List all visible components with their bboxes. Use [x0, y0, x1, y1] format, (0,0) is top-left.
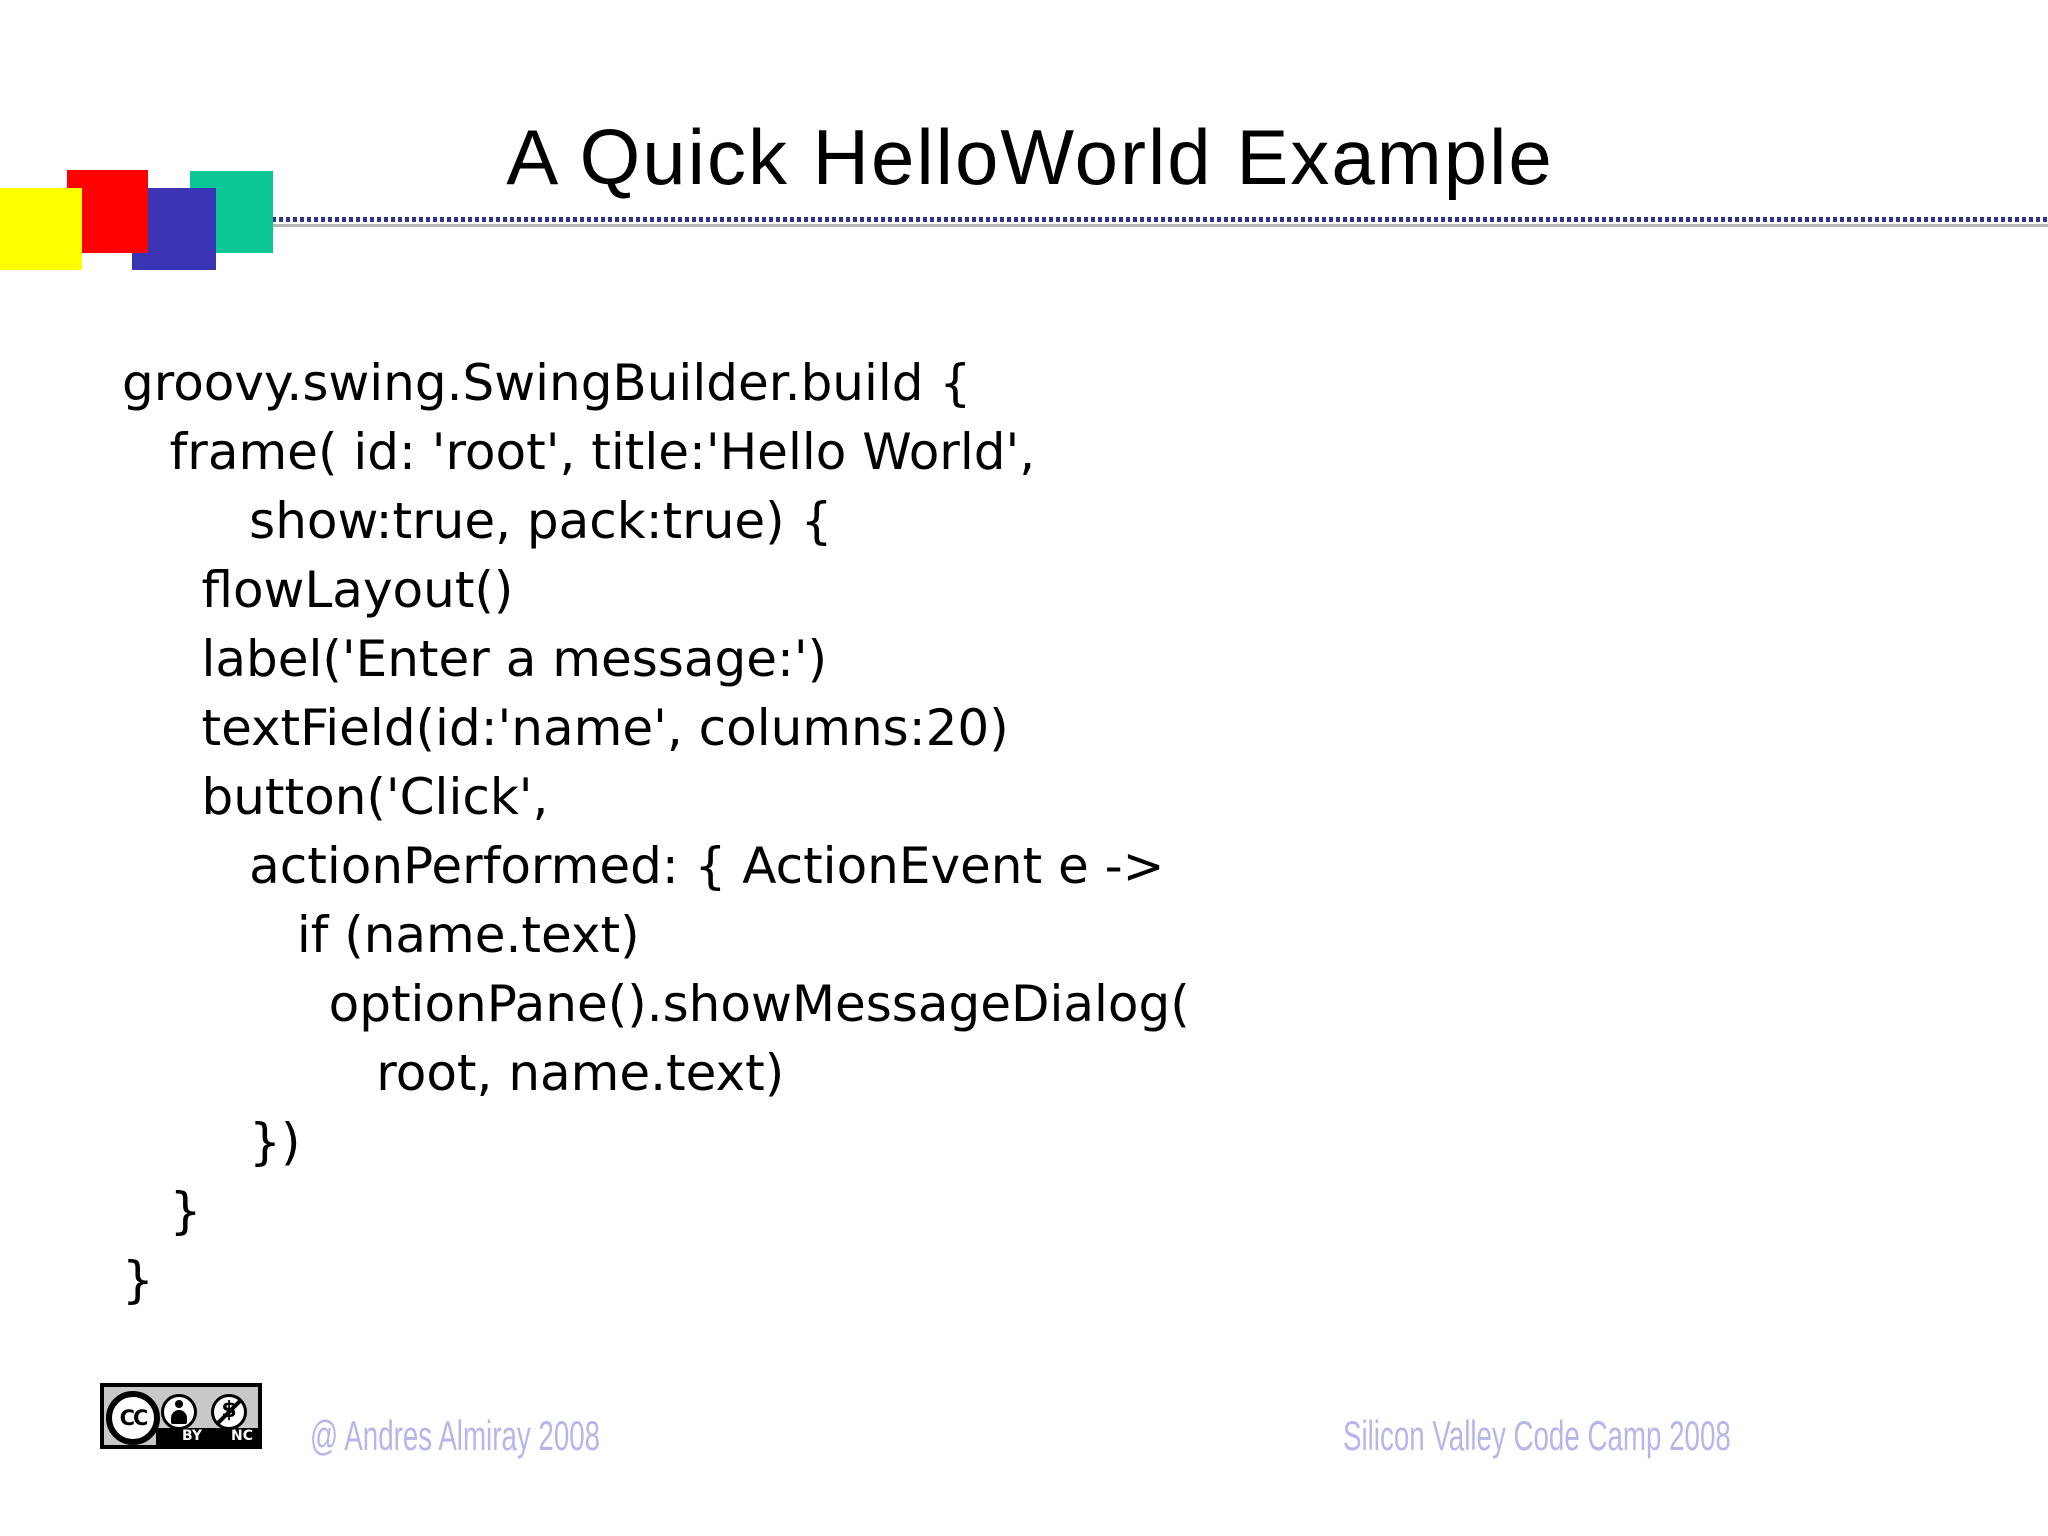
footer-event-credit: Silicon Valley Code Camp 2008 — [1343, 1412, 1731, 1459]
code-line: }) — [122, 1113, 301, 1171]
code-line: button('Click', — [122, 768, 549, 826]
code-line: show:true, pack:true) { — [122, 492, 833, 550]
footer-author-credit: @ Andres Almiray 2008 — [310, 1412, 601, 1459]
code-block: groovy.swing.SwingBuilder.build { frame(… — [122, 349, 1190, 1315]
cc-nc-dollar-icon: $ — [211, 1394, 247, 1430]
code-line: } — [122, 1251, 154, 1309]
code-line: if (name.text) — [122, 906, 640, 964]
divider-dotted-line — [272, 217, 2048, 222]
code-line: optionPane().showMessageDialog( — [122, 975, 1190, 1033]
cc-by-person-icon — [161, 1394, 197, 1430]
cc-by-label: BY — [181, 1428, 203, 1444]
code-line: textField(id:'name', columns:20) — [122, 699, 1009, 757]
cc-logo-icon: CC — [106, 1391, 160, 1445]
cc-logo-text: CC — [119, 1406, 149, 1430]
cc-badge-strip: BY NC — [156, 1428, 258, 1445]
code-line: root, name.text) — [122, 1044, 785, 1102]
slide-title: A Quick HelloWorld Example — [506, 113, 1554, 201]
logo-square-yellow — [0, 188, 82, 270]
person-body-icon — [171, 1410, 187, 1424]
divider-shadow-line — [250, 224, 2048, 227]
person-head-icon — [175, 1400, 183, 1408]
cc-nc-label: NC — [231, 1428, 253, 1444]
code-line: groovy.swing.SwingBuilder.build { — [122, 354, 972, 412]
code-line: } — [122, 1182, 202, 1240]
cc-license-badge: CC $ BY NC — [100, 1383, 262, 1449]
code-line: actionPerformed: { ActionEvent e -> — [122, 837, 1165, 895]
code-line: flowLayout() — [122, 561, 514, 619]
code-line: label('Enter a message:') — [122, 630, 828, 688]
code-line: frame( id: 'root', title:'Hello World', — [122, 423, 1036, 481]
